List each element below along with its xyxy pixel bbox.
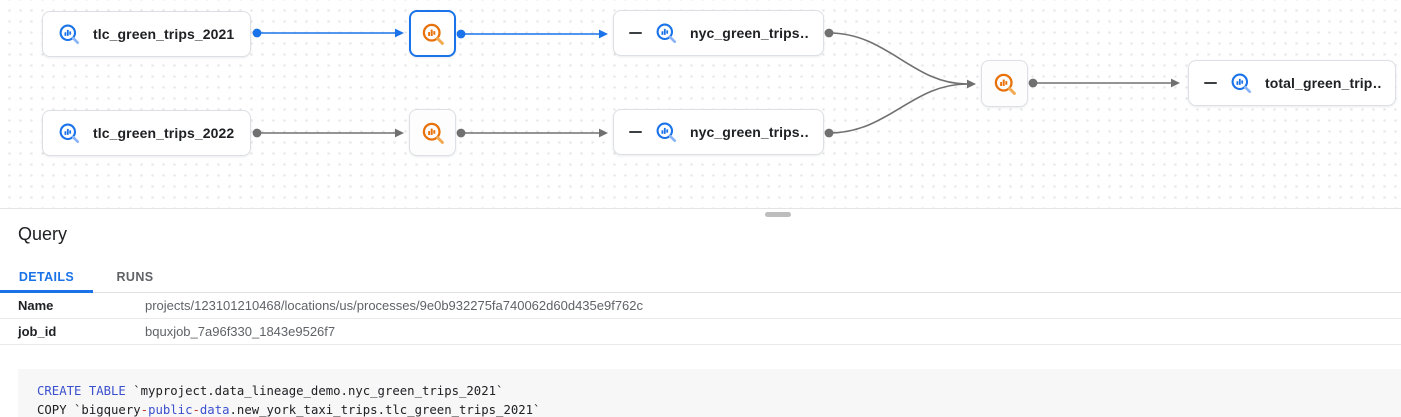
process-node-copy-2021-selected[interactable] [409, 10, 456, 57]
table-node-nyc-green-trips-2021[interactable]: nyc_green_trips… [613, 10, 824, 56]
bigquery-process-icon [420, 21, 446, 47]
details-fields: Name projects/123101210468/locations/us/… [0, 293, 1401, 345]
details-panel: Query DETAILS RUNS Name projects/1231012… [0, 208, 1401, 417]
bigquery-table-icon [57, 22, 81, 46]
field-value: projects/123101210468/locations/us/proce… [145, 298, 644, 313]
node-label: tlc_green_trips_2021 [93, 26, 235, 42]
process-node-copy-2022[interactable] [409, 109, 456, 156]
field-row-job-id: job_id bquxjob_7a96f330_1843e9526f7 [0, 319, 1401, 345]
table-node-nyc-green-trips-2022[interactable]: nyc_green_trips… [613, 109, 824, 155]
sql-line-2: COPY `bigquery-public-data.new_york_taxi… [37, 403, 541, 417]
tab-runs[interactable]: RUNS [116, 270, 154, 284]
panel-title: Query [18, 224, 68, 244]
node-label: total_green_trip… [1265, 75, 1381, 91]
lineage-canvas[interactable]: tlc_green_trips_2021 [0, 0, 1401, 208]
collapse-minus-icon[interactable] [1203, 76, 1217, 90]
node-label: tlc_green_trips_2022 [93, 125, 235, 141]
bigquery-process-icon [420, 120, 446, 146]
sql-line-1: CREATE TABLE `myproject.data_lineage_dem… [37, 384, 504, 398]
bigquery-table-icon [654, 120, 678, 144]
bigquery-table-icon [654, 21, 678, 45]
lineage-edges [252, 28, 1180, 138]
bigquery-process-icon [992, 71, 1018, 97]
field-row-name: Name projects/123101210468/locations/us/… [0, 293, 1401, 319]
field-label: Name [18, 298, 54, 313]
table-node-tlc-green-trips-2022[interactable]: tlc_green_trips_2022 [42, 110, 251, 156]
panel-resize-handle[interactable] [765, 212, 791, 217]
table-node-total-green-trips[interactable]: total_green_trip… [1188, 60, 1396, 106]
node-label: nyc_green_trips… [690, 25, 809, 41]
field-value: bquxjob_7a96f330_1843e9526f7 [145, 324, 336, 339]
process-node-merge[interactable] [981, 60, 1028, 107]
collapse-minus-icon[interactable] [628, 125, 642, 139]
tab-details[interactable]: DETAILS [0, 262, 93, 293]
sql-query-code: CREATE TABLE `myproject.data_lineage_dem… [18, 369, 1401, 417]
table-node-tlc-green-trips-2021[interactable]: tlc_green_trips_2021 [42, 11, 251, 57]
bigquery-table-icon [57, 121, 81, 145]
panel-tabs: DETAILS RUNS [0, 262, 1401, 293]
bigquery-table-icon [1229, 71, 1253, 95]
collapse-minus-icon[interactable] [628, 26, 642, 40]
field-label: job_id [18, 324, 57, 339]
node-label: nyc_green_trips… [690, 124, 809, 140]
